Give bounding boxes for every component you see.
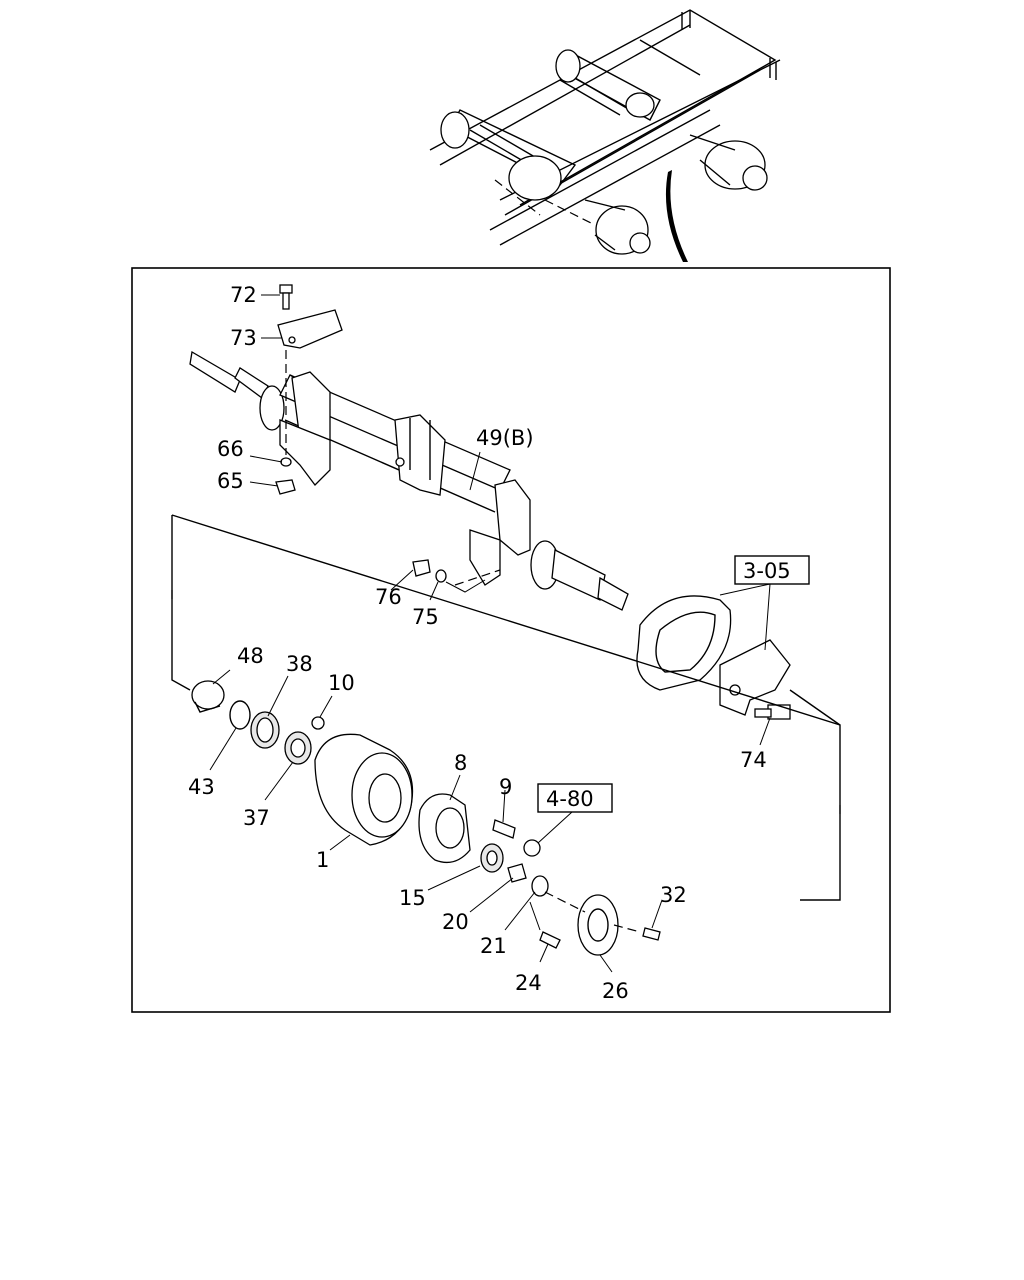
nut-65 (275, 479, 296, 495)
callout-48: 48 (237, 644, 264, 668)
callout-75: 75 (412, 605, 439, 629)
oil-seal-38 (250, 711, 280, 749)
callout-1: 1 (316, 848, 329, 872)
ref-box-4-80[interactable]: 4-80 (537, 783, 613, 813)
callout-24: 24 (515, 971, 542, 995)
callout-15: 15 (399, 886, 426, 910)
bolt-72 (279, 284, 293, 310)
washer-75 (435, 569, 447, 583)
brake-drum-1 (314, 733, 414, 846)
callout-72: 72 (230, 283, 257, 307)
brake-anchor-bracket (719, 639, 791, 716)
ref-box-3-05[interactable]: 3-05 (734, 555, 810, 585)
nut-4-80 (523, 839, 541, 857)
callout-21: 21 (480, 934, 507, 958)
ref-label-3-05: 3-05 (743, 559, 791, 583)
bearing-37 (284, 731, 312, 765)
snap-ring-43 (229, 700, 251, 730)
lock-washer-21 (531, 875, 549, 897)
hub-8 (418, 793, 471, 864)
leader-lines (209, 294, 771, 973)
axle-beam (189, 350, 629, 611)
callout-65: 65 (217, 469, 244, 493)
callout-74: 74 (740, 748, 767, 772)
callout-labels: 72 73 66 65 49(B) 76 75 48 38 10 43 37 1… (188, 283, 767, 1003)
bearing-15 (480, 843, 504, 873)
callout-38: 38 (286, 652, 313, 676)
nut-76 (412, 559, 431, 577)
callout-73: 73 (230, 326, 257, 350)
spring-pad-73 (277, 309, 343, 349)
callout-37: 37 (243, 806, 270, 830)
bolt-74 (754, 704, 791, 720)
nut-20 (507, 863, 527, 883)
ref-label-4-80: 4-80 (546, 787, 594, 811)
washer-66 (280, 457, 292, 467)
callout-32: 32 (660, 883, 687, 907)
bolt-32 (642, 927, 661, 941)
callout-66: 66 (217, 437, 244, 461)
callout-10: 10 (328, 671, 355, 695)
bolt-24 (539, 931, 561, 949)
chassis-overview (429, 9, 781, 262)
ring-10 (311, 716, 325, 730)
detail-frame (131, 267, 891, 1013)
callout-49b: 49(B) (476, 426, 534, 450)
cap-48 (191, 680, 225, 713)
brake-backing-plate (636, 595, 732, 691)
stud-9 (492, 819, 516, 839)
cover-26 (577, 894, 619, 956)
callout-20: 20 (442, 910, 469, 934)
callout-43: 43 (188, 775, 215, 799)
callout-26: 26 (602, 979, 629, 1003)
callout-76: 76 (375, 585, 402, 609)
callout-9: 9 (499, 775, 512, 799)
callout-8: 8 (454, 751, 467, 775)
